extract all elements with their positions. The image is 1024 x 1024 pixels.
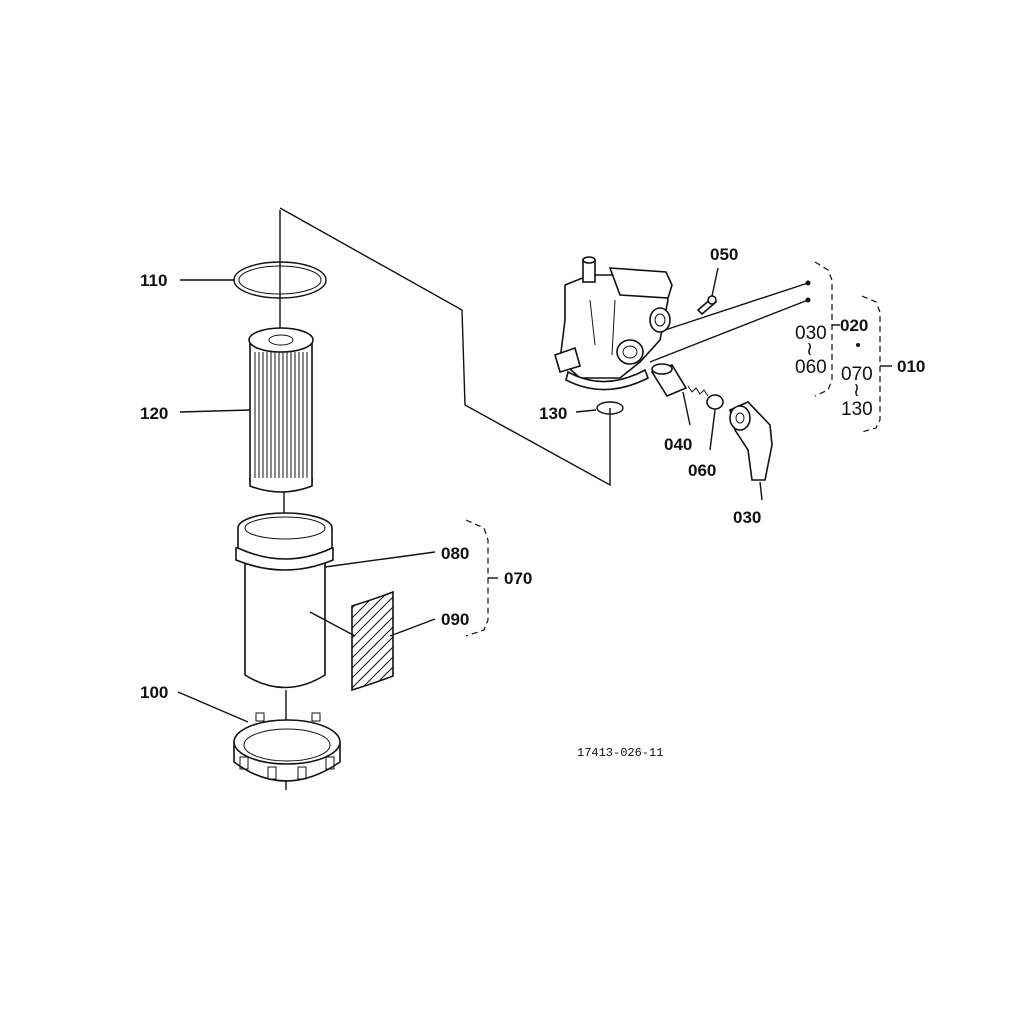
label-100: 100 <box>140 683 168 702</box>
label-090: 090 <box>441 610 469 629</box>
gasket-130 <box>596 401 624 415</box>
filter-bowl-080 <box>235 512 334 689</box>
label-050: 050 <box>710 245 738 264</box>
group-label-070: 070 <box>841 364 873 385</box>
group-tilde-a: ≀ <box>806 339 813 360</box>
bracket-020-group <box>814 261 840 397</box>
group-label-130: 130 <box>841 399 873 420</box>
screw-050 <box>696 295 718 316</box>
filter-element-120 <box>248 327 314 493</box>
ring-nut-100 <box>233 712 341 782</box>
drawing-number: 17413-026-11 <box>577 746 663 760</box>
label-020: 020 <box>840 316 868 335</box>
label-120: 120 <box>140 404 168 423</box>
bracket-010-group <box>861 295 892 433</box>
label-060: 060 <box>688 461 716 480</box>
leader-lines <box>177 267 809 723</box>
plunger-040 <box>650 363 709 398</box>
group-tilde-b: ≀ <box>853 380 860 401</box>
label-040: 040 <box>664 435 692 454</box>
lever-030 <box>729 401 773 481</box>
label-030: 030 <box>733 508 761 527</box>
label-sticker-090 <box>351 590 394 692</box>
label-010: 010 <box>897 357 925 376</box>
o-ring-060 <box>706 394 724 410</box>
filter-head-assembly <box>554 256 673 391</box>
label-080: 080 <box>441 544 469 563</box>
group-label-060: 060 <box>795 357 827 378</box>
label-130: 130 <box>539 404 567 423</box>
label-110: 110 <box>140 271 167 290</box>
assembly-centerline <box>279 207 611 487</box>
group-label-030: 030 <box>795 323 827 344</box>
bracket-070-group <box>465 519 498 637</box>
label-070-bracket: 070 <box>504 569 532 588</box>
